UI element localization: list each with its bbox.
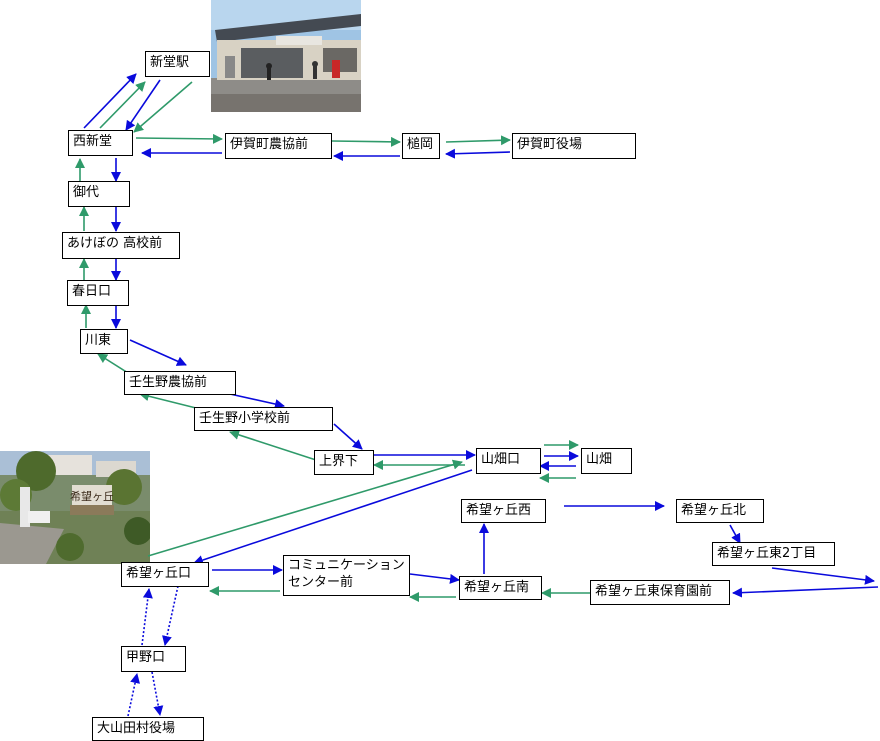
- route-arrow: [133, 81, 193, 133]
- route-arrow: [445, 135, 511, 146]
- stop-yamabata: 山畑: [581, 448, 632, 474]
- route-arrow: [445, 148, 511, 159]
- stop-nishi-shindo: 西新堂: [68, 130, 133, 156]
- stop-mibuno-nokyo: 壬生野農協前: [124, 371, 236, 395]
- station-photo: [211, 0, 361, 112]
- stop-shindo-eki: 新堂駅: [145, 51, 210, 77]
- route-arrow: [139, 391, 197, 409]
- stop-kibo-higashi2: 希望ヶ丘東2丁目: [712, 542, 835, 566]
- stop-oyamada: 大山田村役場: [92, 717, 204, 741]
- route-arrow: [333, 423, 363, 450]
- stop-kibo-hoikuen: 希望ヶ丘東保育園前: [590, 580, 730, 605]
- route-arrow: [162, 585, 179, 646]
- stop-tsuchioka: 槌岡: [402, 133, 440, 159]
- route-arrow: [129, 339, 187, 366]
- stop-yamabataguchi: 山畑口: [476, 448, 541, 474]
- stop-kamikai-shita: 上界下: [314, 450, 374, 475]
- route-arrow: [135, 133, 223, 144]
- route-arrow: [771, 567, 875, 585]
- route-arrow: [99, 81, 146, 129]
- stop-akebono: あけぼの 高校前: [62, 232, 180, 259]
- route-arrow: [141, 588, 153, 646]
- route-arrow: [83, 73, 137, 129]
- route-arrow: [193, 469, 473, 565]
- kibogaoka-photo: 希望ヶ丘: [0, 451, 150, 564]
- route-arrow: [147, 459, 463, 557]
- stop-kibo-nishi: 希望ヶ丘西: [461, 499, 546, 523]
- route-arrow: [229, 393, 285, 409]
- stop-kasugaguchi: 春日口: [67, 280, 129, 306]
- stop-kibo-minami: 希望ヶ丘南: [459, 576, 542, 600]
- stop-mishiro: 御代: [68, 181, 130, 207]
- route-arrow: [729, 524, 741, 544]
- stop-community-line1: コミュニケーション: [288, 558, 405, 573]
- route-arrow: [732, 586, 879, 598]
- stop-community-line2: センター前: [288, 575, 354, 590]
- route-arrow: [331, 136, 401, 147]
- stop-kibo-kita: 希望ヶ丘北: [676, 499, 764, 523]
- stop-mibuno-sho: 壬生野小学校前: [194, 407, 333, 431]
- stop-kibo-guchi: 希望ヶ丘口: [121, 562, 209, 587]
- route-arrow: [229, 430, 317, 461]
- stop-iga-yakuba: 伊賀町役場: [512, 133, 636, 159]
- stop-community-center: コミュニケーション センター前: [283, 555, 410, 596]
- stop-kawahigashi: 川東: [80, 329, 128, 354]
- stop-kono-guchi: 甲野口: [121, 646, 186, 672]
- route-arrow: [127, 673, 141, 717]
- route-arrow: [125, 79, 161, 131]
- route-arrow: [409, 573, 460, 584]
- photo-sign-text: 希望ヶ丘: [70, 489, 114, 503]
- route-arrow: [151, 671, 164, 716]
- stop-iga-nokyo: 伊賀町農協前: [225, 133, 332, 159]
